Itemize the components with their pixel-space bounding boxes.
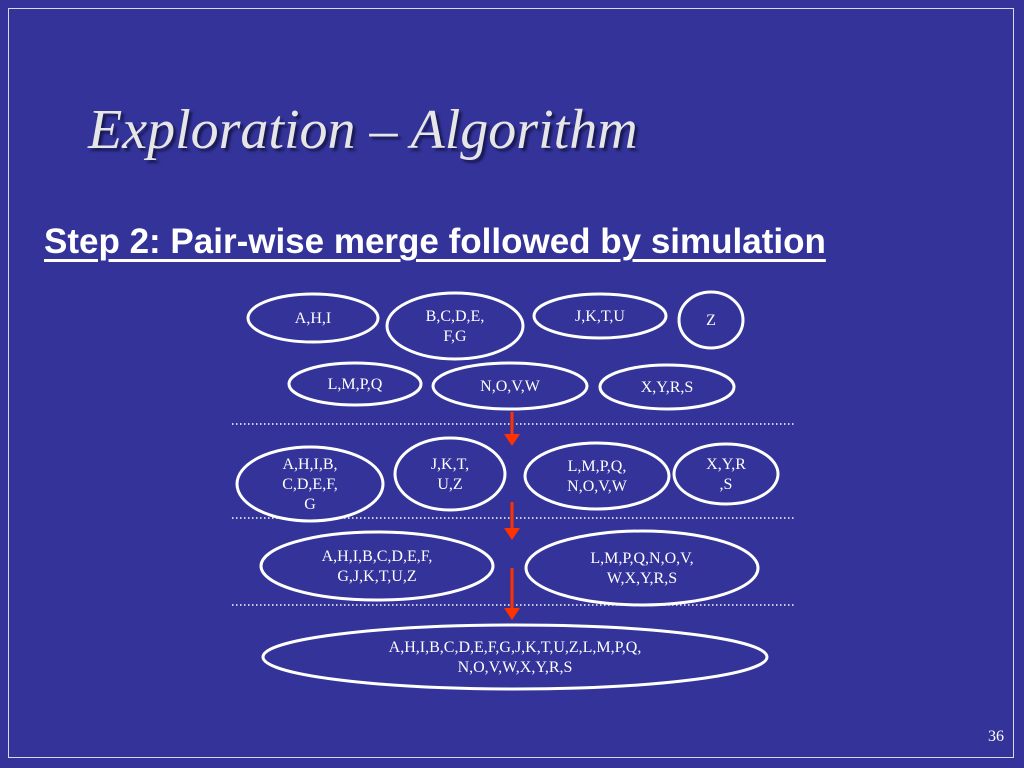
cluster-node-jktu: J,K,T,U <box>532 292 668 340</box>
cluster-node-lmpq: L,M,P,Q <box>287 361 423 407</box>
cluster-label: J,K,T, <box>431 456 469 473</box>
cluster-label: X,Y,R <box>706 456 746 473</box>
cluster-ellipse <box>532 292 668 340</box>
cluster-ellipse <box>385 291 525 361</box>
cluster-label: B,C,D,E, <box>426 308 485 325</box>
cluster-label: A,H,I,B, <box>282 456 337 473</box>
cluster-label: X,Y,R,S <box>641 379 694 396</box>
cluster-node-ahibcdefg: A,H,I,B, C,D,E,F, G <box>235 445 385 523</box>
page-number: 36 <box>988 728 1004 745</box>
cluster-node-m2b: L,M,P,Q,N,O,V, W,X,Y,R,S <box>524 529 760 607</box>
cluster-ellipse <box>524 529 760 607</box>
cluster-ellipse <box>287 361 423 407</box>
cluster-label: A,H,I,B,C,D,E,F, <box>322 548 433 565</box>
cluster-ellipse <box>259 530 495 602</box>
cluster-label: A,H,I,B,C,D,E,F,G,J,K,T,U,Z,L,M,P,Q, <box>389 639 642 656</box>
cluster-ellipse <box>261 623 769 691</box>
cluster-node-lmpqnovw: L,M,P,Q, N,O,V,W <box>523 441 671 511</box>
cluster-label: F,G <box>443 328 467 345</box>
cluster-node-novw: N,O,V,W <box>431 361 589 411</box>
cluster-label: ,S <box>720 476 733 493</box>
cluster-ellipse <box>598 363 736 411</box>
cluster-ellipse <box>431 361 589 411</box>
cluster-node-xyrs: X,Y,R,S <box>598 363 736 411</box>
slide-subtitle: Step 2: Pair-wise merge followed by simu… <box>44 222 826 261</box>
cluster-label: Z <box>706 312 716 329</box>
cluster-label: J,K,T,U <box>575 308 625 325</box>
cluster-label: L,M,P,Q <box>328 376 383 393</box>
cluster-ellipse <box>246 292 380 344</box>
cluster-node-final: A,H,I,B,C,D,E,F,G,J,K,T,U,Z,L,M,P,Q, N,O,… <box>261 623 769 691</box>
cluster-label: G <box>304 496 316 513</box>
cluster-ellipse <box>393 436 507 512</box>
cluster-node-m2a: A,H,I,B,C,D,E,F, G,J,K,T,U,Z <box>259 530 495 602</box>
cluster-node-ahi: A,H,I <box>246 292 380 344</box>
cluster-node-jktuz: J,K,T, U,Z <box>393 436 507 512</box>
cluster-label: N,O,V,W <box>567 478 628 495</box>
cluster-label: U,Z <box>437 476 462 493</box>
cluster-ellipse <box>523 441 671 511</box>
down-arrow <box>504 502 520 540</box>
cluster-node-xyrs2: X,Y,R ,S <box>672 442 780 506</box>
down-arrow <box>504 412 520 446</box>
slide-frame <box>8 8 1014 758</box>
cluster-label: N,O,V,W,X,Y,R,S <box>458 659 573 676</box>
cluster-label: W,X,Y,R,S <box>607 570 677 587</box>
cluster-label: G,J,K,T,U,Z <box>337 568 416 585</box>
cluster-label: L,M,P,Q, <box>568 458 627 475</box>
slide-title: Exploration – Algorithm <box>88 99 638 161</box>
cluster-label: A,H,I <box>295 310 331 327</box>
cluster-label: L,M,P,Q,N,O,V, <box>590 550 693 567</box>
cluster-label: C,D,E,F, <box>282 476 338 493</box>
cluster-node-bcdefg: B,C,D,E, F,G <box>385 291 525 361</box>
cluster-ellipse <box>672 442 780 506</box>
down-arrow <box>504 568 520 620</box>
cluster-node-z: Z <box>677 290 745 350</box>
cluster-ellipse <box>677 290 745 350</box>
cluster-ellipse <box>235 445 385 523</box>
cluster-label: N,O,V,W <box>480 378 541 395</box>
